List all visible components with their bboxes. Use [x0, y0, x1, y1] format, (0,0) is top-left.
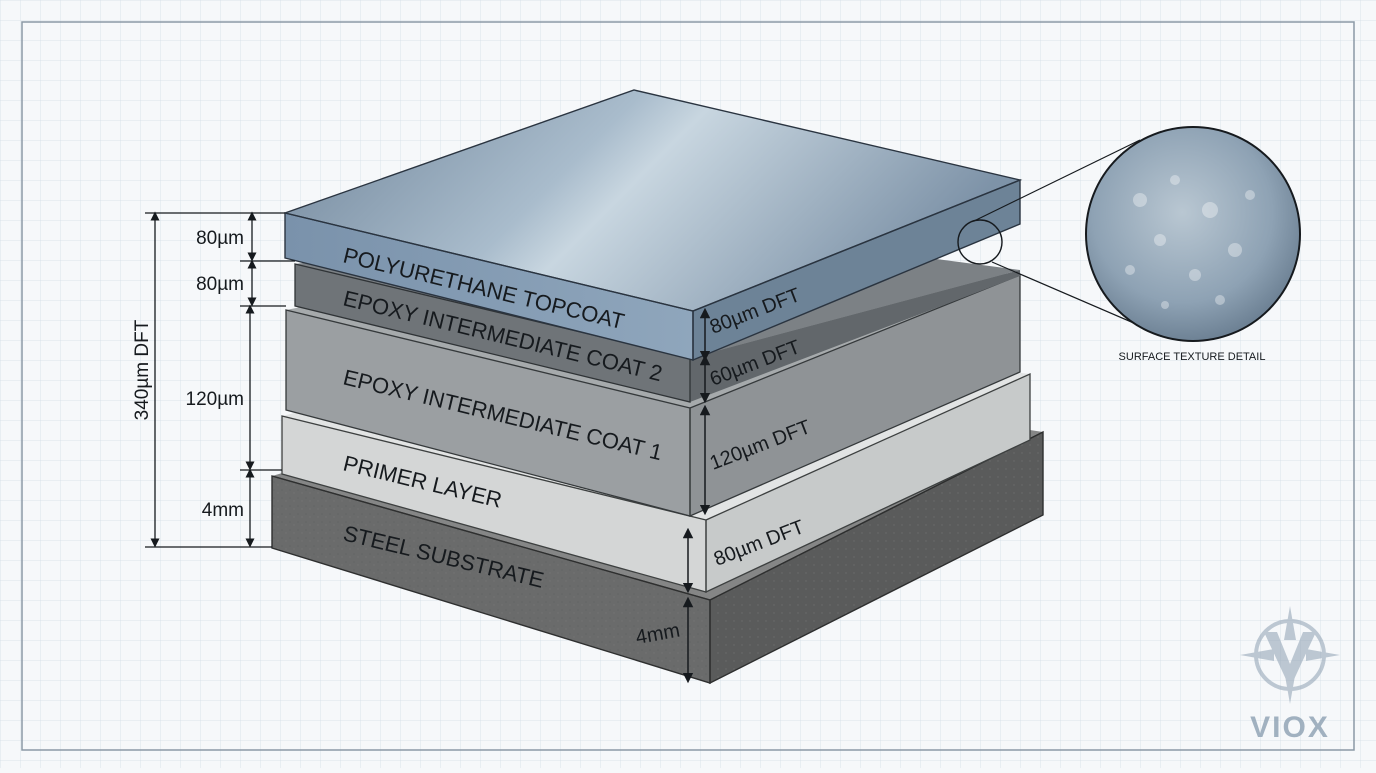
right-dimension-arrows	[682, 307, 711, 684]
left-dim-120: 120µm	[186, 389, 244, 410]
left-dim-80-a: 80µm	[196, 228, 244, 249]
compass-icon	[1240, 606, 1340, 704]
left-dim-80-b: 80µm	[196, 274, 244, 295]
texture-detail-label: SURFACE TEXTURE DETAIL	[1119, 351, 1266, 363]
diagram-border	[21, 21, 1355, 751]
left-total-label: 340µm DFT	[132, 319, 153, 420]
viox-logo: VIOX	[1240, 606, 1340, 744]
texture-detail-pattern	[1125, 175, 1255, 309]
left-dimension-lines	[145, 211, 295, 548]
layer-polyurethane-topcoat	[282, 89, 1023, 362]
surface-texture-callout: SURFACE TEXTURE DETAIL	[957, 126, 1301, 363]
left-dim-4mm: 4mm	[202, 500, 244, 521]
texture-detail-magnifier	[1085, 126, 1301, 342]
viox-logo-text: VIOX	[1250, 711, 1330, 744]
callout-source-circle	[957, 219, 1003, 265]
